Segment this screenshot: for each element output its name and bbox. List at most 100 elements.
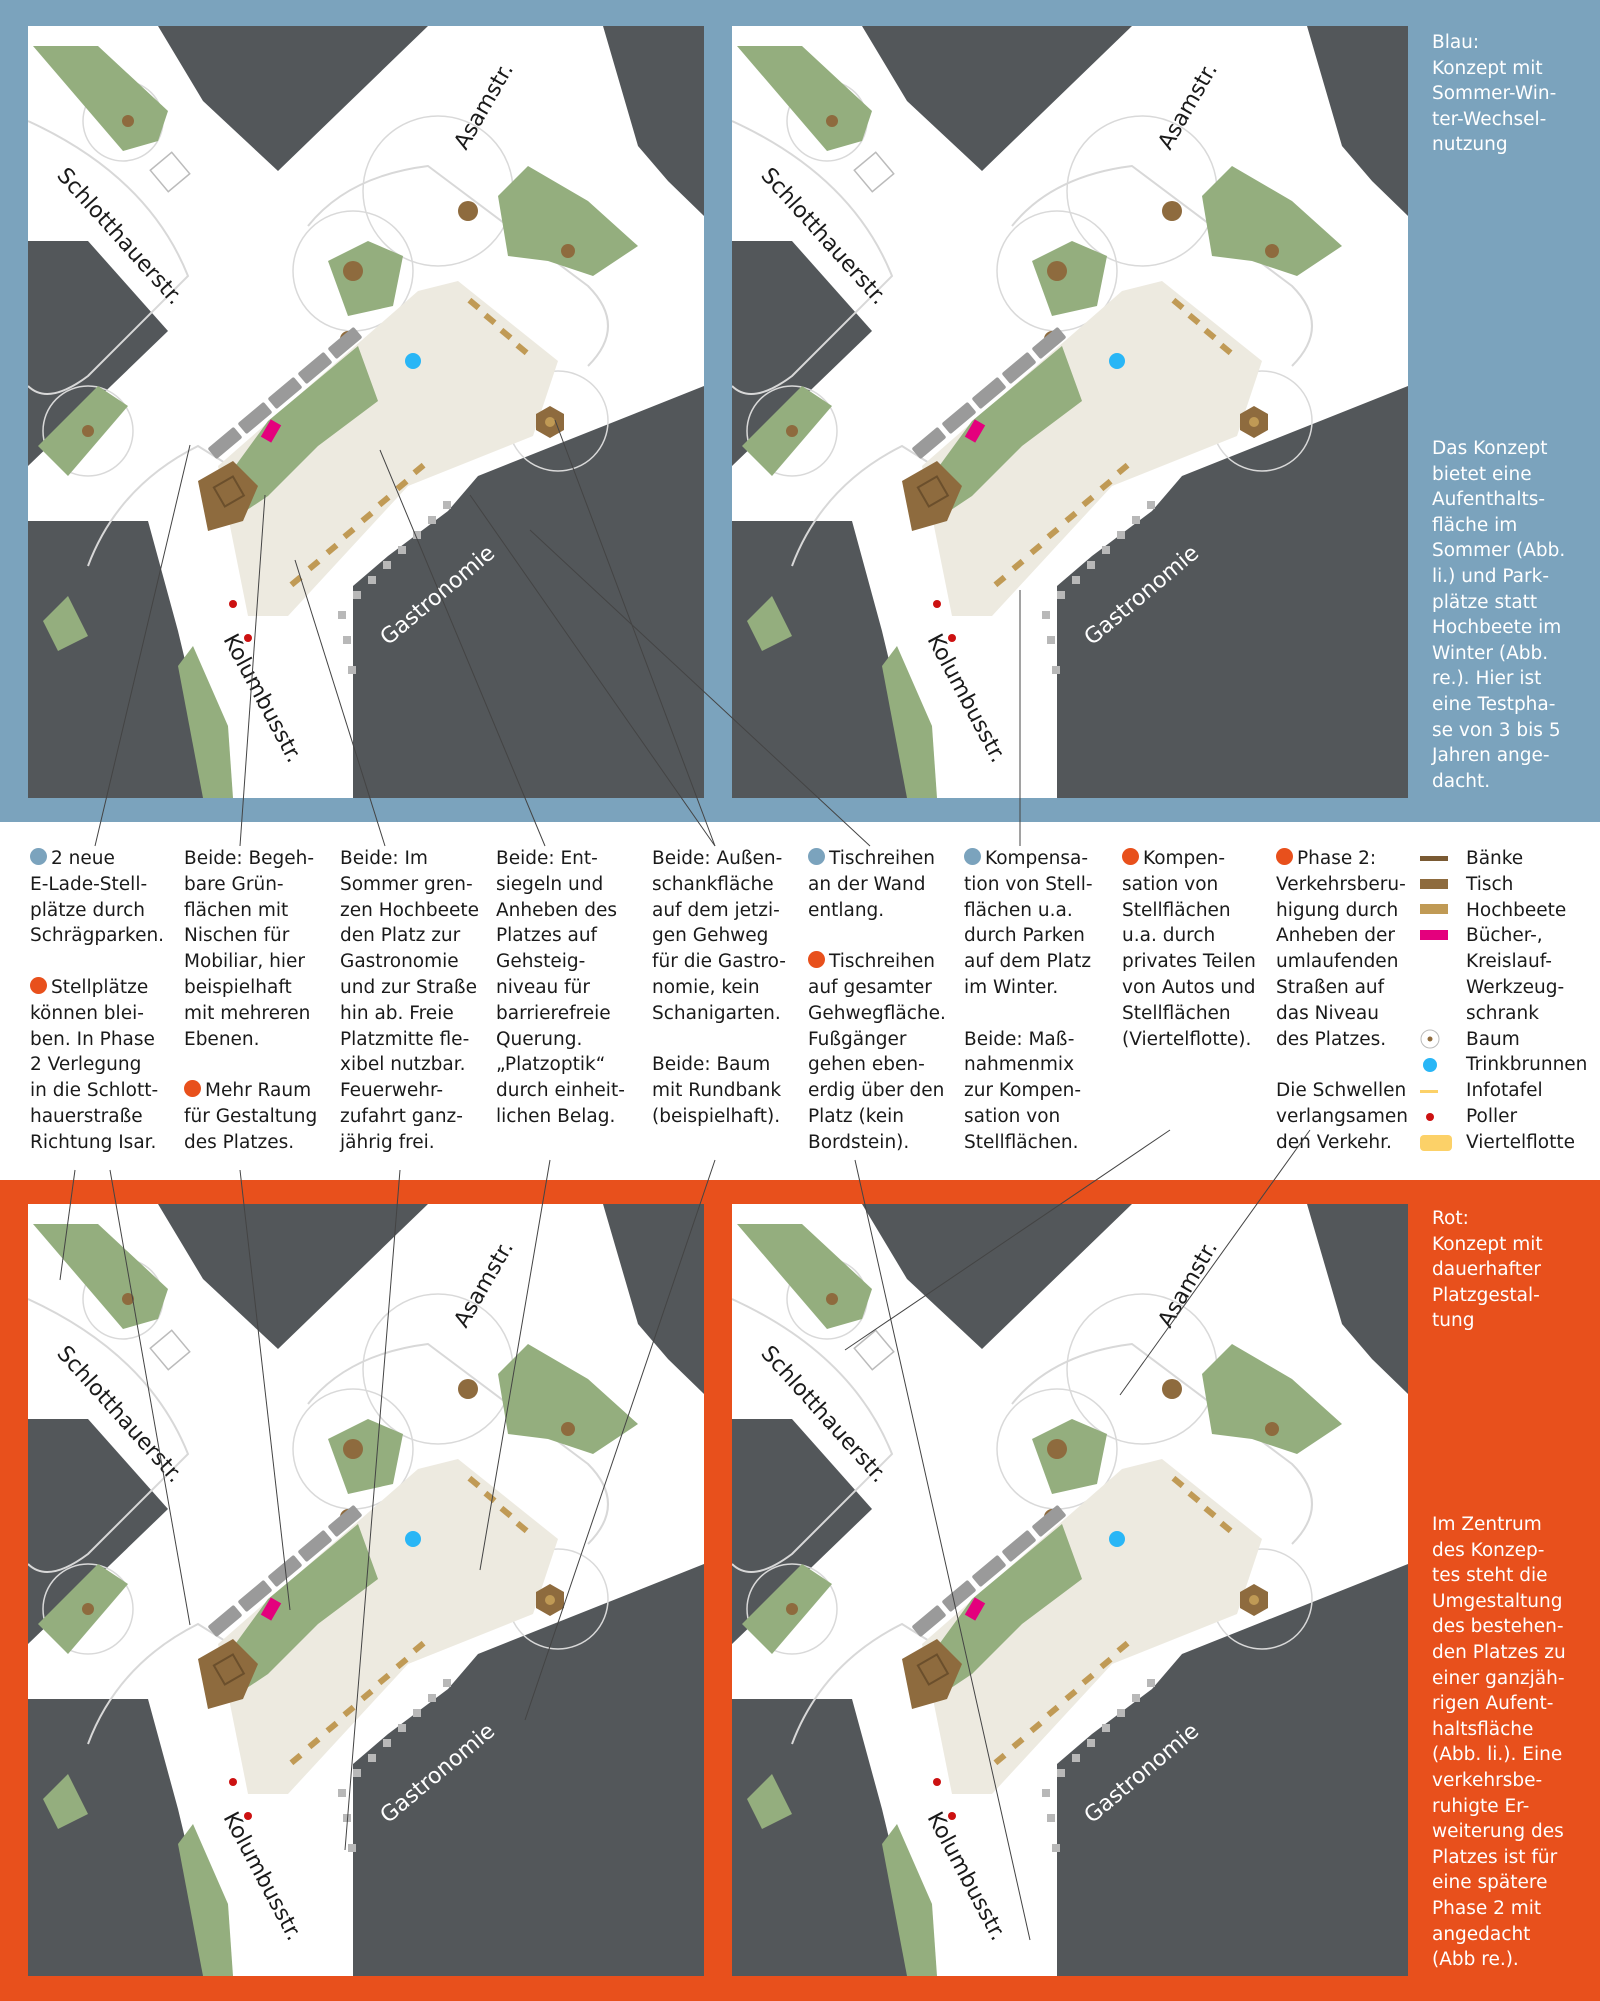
note-line: durch einheit- xyxy=(496,1080,625,1102)
note-line: „Platzoptik“ xyxy=(496,1054,606,1076)
tree xyxy=(458,1379,478,1399)
note-line: tion von Stell- xyxy=(964,873,1093,895)
text-line: Hochbeete im xyxy=(1432,617,1562,639)
blue-dot-icon xyxy=(30,848,47,865)
text-line: nutzung xyxy=(1432,134,1508,156)
note-line: (Viertelflotte). xyxy=(1122,1028,1252,1050)
text-line: Platzes ist für xyxy=(1432,1846,1558,1868)
note-line: sation von xyxy=(964,1105,1061,1127)
gastro-tables xyxy=(1042,501,1155,674)
note-line: im Winter. xyxy=(964,976,1059,998)
note-line: Mobiliar, hier xyxy=(184,951,305,973)
note-line: zur Kompen- xyxy=(964,1080,1081,1102)
note-line: Beide: Im xyxy=(340,848,428,869)
tree xyxy=(122,1293,134,1305)
legend-item: Poller xyxy=(1420,1104,1600,1130)
green-area xyxy=(228,1524,378,1694)
note-line: 2 neue xyxy=(51,848,115,869)
raised-beds xyxy=(993,1475,1233,1766)
text-line: Sommer (Abb. xyxy=(1432,540,1566,562)
green-area xyxy=(1032,1419,1107,1494)
note-line: Beide: Außen- xyxy=(652,848,783,869)
legend-item: Bücher-, xyxy=(1420,923,1600,949)
raised-bed-icon xyxy=(1420,904,1466,916)
note-line: Beide: Baum xyxy=(652,1054,771,1076)
note-line: lichen Belag. xyxy=(496,1105,616,1127)
fountain xyxy=(1109,1531,1125,1547)
text-line: des Konzep- xyxy=(1432,1539,1545,1561)
text-line: fläche im xyxy=(1432,514,1518,536)
fountain-icon xyxy=(1420,1055,1466,1075)
tree xyxy=(343,261,363,281)
bollard xyxy=(933,1778,941,1786)
legend-label: Werkzeug- xyxy=(1466,976,1565,998)
book-cabinet-icon xyxy=(1420,930,1466,942)
green-area xyxy=(932,346,1082,516)
orange-dot-icon xyxy=(30,976,47,994)
plaza-area xyxy=(922,281,1262,616)
note-line: flächen u.a. xyxy=(964,899,1073,921)
green-area xyxy=(498,166,638,276)
orange-dot-icon xyxy=(808,951,825,969)
note-line: Die Schwellen xyxy=(1276,1080,1407,1102)
building-block xyxy=(1307,26,1408,216)
note-line: Anheben des xyxy=(496,899,617,921)
note-line: zufahrt ganz- xyxy=(340,1105,463,1127)
note-line: Verkehrsberu- xyxy=(1276,873,1406,895)
text-line: (Abb. li.). Eine xyxy=(1432,1744,1563,1766)
text-line: ruhigte Er- xyxy=(1432,1795,1530,1817)
legend-label: Viertelflotte xyxy=(1466,1131,1576,1153)
legend-label: Baum xyxy=(1466,1028,1520,1050)
note-line: flächen mit xyxy=(184,899,289,921)
text-line: Das Konzept xyxy=(1432,438,1548,459)
note-line: sation von xyxy=(1122,873,1219,895)
note-line: von Autos und xyxy=(1122,976,1256,998)
blue-dot-icon xyxy=(964,848,981,865)
green-area xyxy=(737,1224,872,1329)
tree xyxy=(1265,1422,1279,1436)
green-area xyxy=(328,241,403,316)
note-line: ben. In Phase xyxy=(30,1028,155,1050)
note-line: gen Gehweg xyxy=(652,925,769,947)
note-line: Gastronomie xyxy=(340,951,459,973)
text-line: eine Testpha- xyxy=(1432,693,1556,715)
text-line: rigen Aufent- xyxy=(1432,1693,1554,1715)
note-line: den Verkehr. xyxy=(1276,1131,1392,1153)
note-paragraph: Kompensa-tion von Stell-flächen u.a.durc… xyxy=(964,846,1116,1001)
green-area xyxy=(43,596,88,651)
bollard xyxy=(948,634,956,642)
tree xyxy=(1162,201,1182,221)
book-cabinet xyxy=(964,419,986,443)
note-line: E-Lade-Stell- xyxy=(30,873,148,895)
bollard xyxy=(244,1812,252,1820)
note-line: Beide: Begeh- xyxy=(184,848,315,869)
book-cabinet xyxy=(260,419,282,443)
parking-slots xyxy=(912,327,1066,459)
map-winter-blue: Schlotthauerstr. Asamstr. Kolumbusstr. G… xyxy=(732,26,1408,798)
bench-icon xyxy=(1420,854,1466,864)
note-line: Ebenen. xyxy=(184,1028,260,1050)
building-block xyxy=(732,241,872,466)
text-line: plätze statt xyxy=(1432,591,1538,613)
fountain xyxy=(1109,353,1125,369)
tree xyxy=(1047,261,1067,281)
note-line: Platz (kein xyxy=(808,1105,904,1127)
bollard-icon xyxy=(1420,1107,1466,1127)
green-area xyxy=(1202,166,1342,276)
note-line: gehen eben- xyxy=(808,1054,925,1076)
note-line: können blei- xyxy=(30,1002,144,1024)
note-line: Gehwegfläche. xyxy=(808,1002,946,1024)
note-line: beispielhaft xyxy=(184,976,292,998)
note-line: Tischreihen xyxy=(829,951,935,973)
legend-item: Hochbeete xyxy=(1420,898,1600,924)
building-block xyxy=(28,1699,218,1976)
